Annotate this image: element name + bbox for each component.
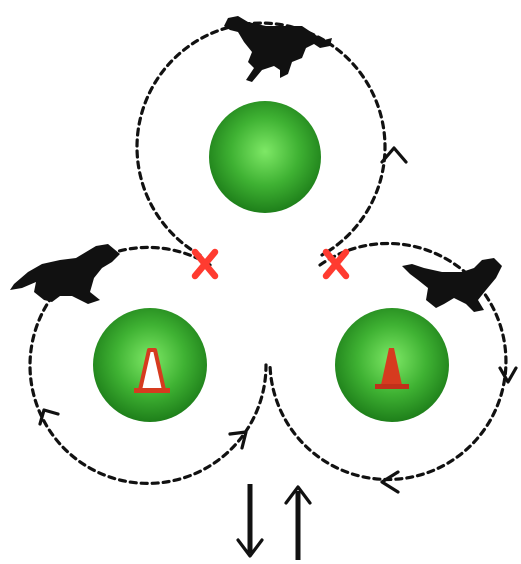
barrel-top	[209, 101, 321, 213]
direction-arrow-icon	[380, 146, 408, 164]
traffic-cone-outline-icon	[134, 348, 170, 393]
entry-arrow-down-icon	[236, 484, 264, 558]
horse-silhouette-icon	[224, 16, 332, 82]
direction-arrow-icon	[38, 408, 60, 426]
x-mark-icon	[191, 248, 219, 280]
barrel-left	[93, 308, 207, 422]
direction-arrow-icon	[380, 470, 400, 494]
x-mark-icon	[322, 248, 350, 280]
traffic-cone-solid-icon	[375, 348, 409, 389]
top-loop-path	[135, 21, 387, 257]
direction-arrow-icon	[228, 430, 248, 450]
horse-silhouette-icon	[10, 244, 120, 304]
right-loop-path	[268, 241, 508, 482]
direction-arrow-icon	[498, 366, 518, 384]
exit-arrow-up-icon	[284, 485, 312, 560]
barrel-right	[335, 308, 449, 422]
horse-silhouette-icon	[402, 258, 502, 312]
